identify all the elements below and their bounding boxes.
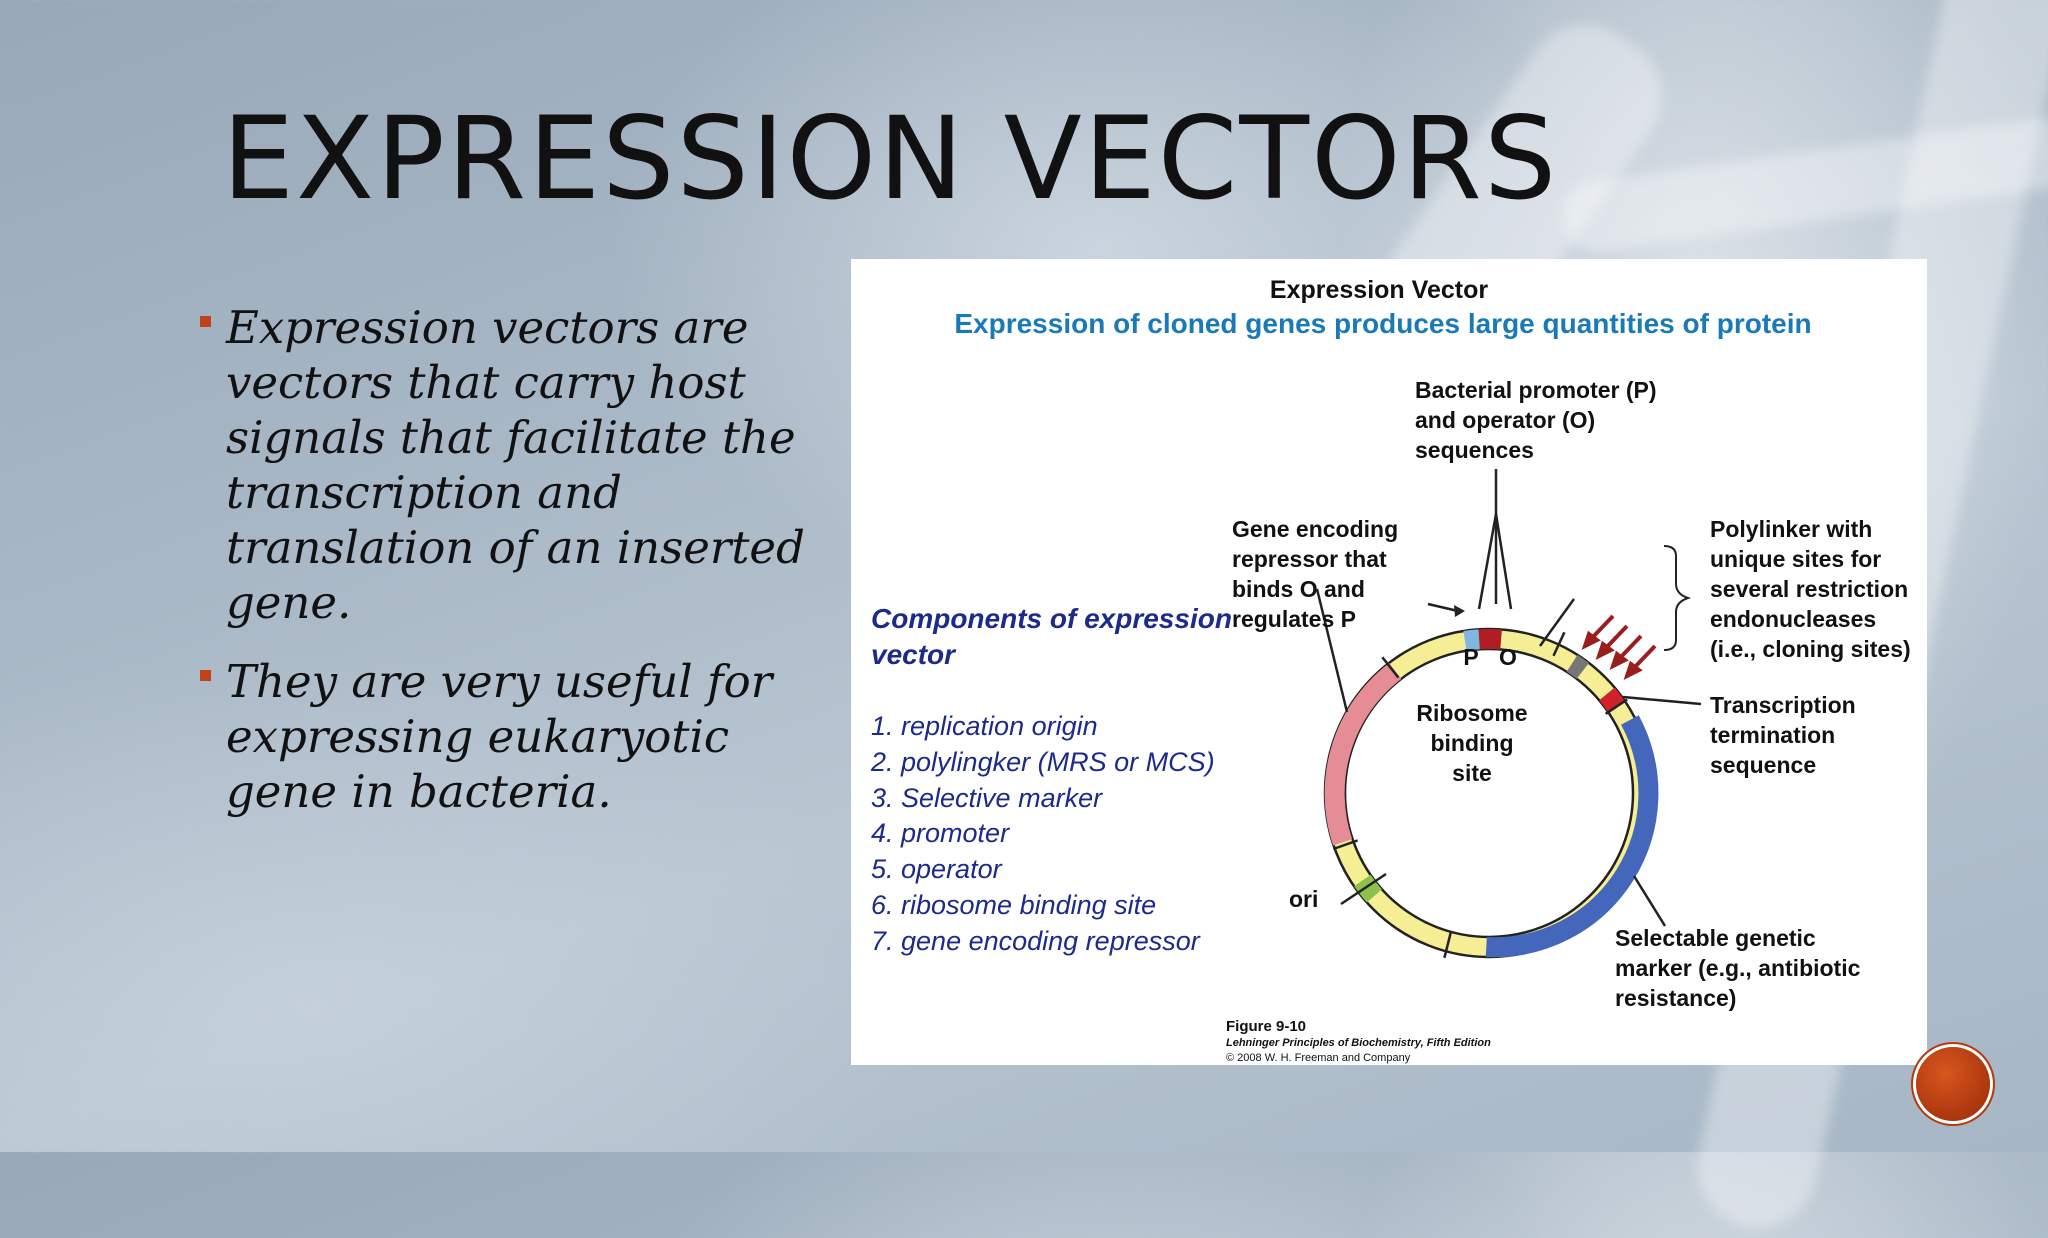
component-item: 7. gene encoding repressor <box>871 926 1201 956</box>
components-heading: vector <box>871 639 957 670</box>
repressor-gene-label: repressor that <box>1232 546 1387 572</box>
termination-segment <box>1607 694 1616 706</box>
figure-canvas: Expression Vector Expression of cloned g… <box>851 259 1927 1065</box>
ori-label: ori <box>1289 886 1318 912</box>
component-item: 5. operator <box>871 854 1003 884</box>
figure-subtitle: Expression of cloned genes produces larg… <box>954 308 1811 339</box>
bullet-list: Expression vectors are vectors that carr… <box>196 300 816 843</box>
polylinker-segment <box>1572 663 1583 671</box>
components-legend: Components of expression vector 1. repli… <box>870 603 1232 956</box>
p-label: P <box>1463 644 1478 670</box>
bullet-item: They are very useful for expressing euka… <box>196 654 816 819</box>
marker-label: Selectable genetic <box>1615 925 1816 951</box>
termination-label: sequence <box>1710 752 1816 778</box>
bullet-square-icon <box>200 670 211 681</box>
termination-label: termination <box>1710 722 1835 748</box>
plasmid-diagram <box>1325 629 1653 958</box>
figure-caption: Figure 9-10 Lehninger Principles of Bioc… <box>1226 1018 1491 1064</box>
termination-label: Transcription <box>1710 692 1856 718</box>
component-item: 6. ribosome binding site <box>871 890 1156 920</box>
components-heading: Components of expression <box>871 603 1232 634</box>
component-item: 2. polylingker (MRS or MCS) <box>870 747 1215 777</box>
polylinker-label: (i.e., cloning sites) <box>1710 636 1911 662</box>
bullet-item: Expression vectors are vectors that carr… <box>196 300 816 630</box>
polylinker-label: Polylinker with <box>1710 516 1872 542</box>
promoter-segment <box>1465 639 1479 641</box>
slide-number-badge <box>1916 1047 1990 1121</box>
caption-figure-number: Figure 9-10 <box>1226 1018 1306 1035</box>
promoter-operator-label: Bacterial promoter (P) <box>1415 377 1657 403</box>
component-item: 3. Selective marker <box>871 783 1103 813</box>
polylinker-label: endonucleases <box>1710 606 1876 632</box>
rbs-label: Ribosome <box>1416 700 1527 726</box>
polylinker-label: unique sites for <box>1710 546 1881 572</box>
marker-label: marker (e.g., antibiotic <box>1615 955 1861 981</box>
o-label: O <box>1499 644 1517 670</box>
repressor-gene-label: regulates P <box>1232 606 1356 632</box>
rbs-label: binding <box>1430 730 1513 756</box>
caption-book: Lehninger Principles of Biochemistry, Fi… <box>1226 1037 1491 1049</box>
plasmid-ring-inner-edge <box>1345 649 1633 937</box>
repressor-gene-label: binds O and <box>1232 576 1365 602</box>
promoter-operator-label: sequences <box>1415 437 1534 463</box>
bullet-text: They are very useful for expressing euka… <box>226 655 772 818</box>
polylinker-label: several restriction <box>1710 576 1908 602</box>
figure-title: Expression Vector <box>1270 276 1488 304</box>
rbs-label: site <box>1452 760 1492 786</box>
promoter-arrow-icon <box>1454 605 1465 617</box>
repressor-gene-label: Gene encoding <box>1232 516 1398 542</box>
component-item: 1. replication origin <box>871 711 1098 741</box>
marker-label: resistance) <box>1615 985 1736 1011</box>
component-item: 4. promoter <box>871 818 1010 848</box>
caption-copyright: © 2008 W. H. Freeman and Company <box>1226 1052 1411 1064</box>
expression-vector-figure: Expression Vector Expression of cloned g… <box>851 259 1927 1065</box>
bullet-square-icon <box>200 316 211 327</box>
promoter-operator-label: and operator (O) <box>1415 407 1595 433</box>
bullet-text: Expression vectors are vectors that carr… <box>226 301 805 629</box>
slide-title: EXPRESSION VECTORS <box>222 92 1558 225</box>
